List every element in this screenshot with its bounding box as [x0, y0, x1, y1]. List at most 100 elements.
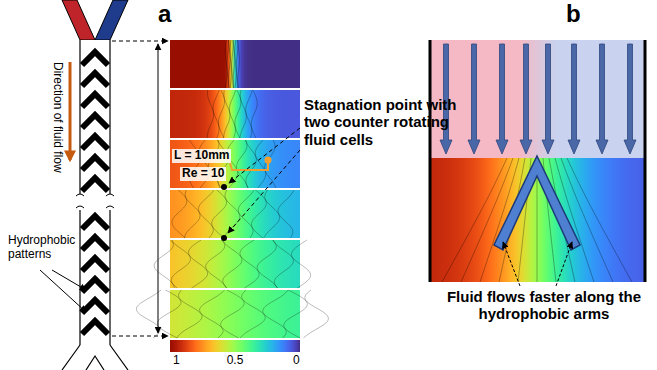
- contour-line: [278, 190, 294, 238]
- contour-line: [240, 240, 259, 288]
- contour-line: [170, 240, 190, 288]
- stagnation-point: [221, 235, 227, 241]
- contour-line: [238, 190, 254, 238]
- contour-line: [207, 90, 213, 138]
- contour-line: [212, 190, 227, 238]
- contour-line: [206, 240, 227, 288]
- contour-line: [245, 140, 256, 188]
- hydrophobic-pattern: [82, 258, 108, 271]
- leader-line: [556, 242, 572, 286]
- inflow-arrows: [440, 44, 636, 154]
- length-label: L = 10mm: [172, 149, 231, 163]
- contour-line: [567, 158, 632, 282]
- callout-text: Fluid flows faster along the hydrophobic…: [437, 288, 651, 323]
- channel-wall: [79, 210, 80, 345]
- hydrophobic-pattern: [82, 216, 108, 229]
- hydrophobic-pattern: [82, 73, 108, 86]
- contour-line: [157, 290, 181, 338]
- concentration-panel: [170, 140, 300, 188]
- contour-line: [224, 190, 240, 238]
- contour-line: [200, 290, 225, 338]
- contour-line: [213, 90, 219, 138]
- contour-line: [255, 140, 265, 188]
- leader-line: [40, 270, 86, 312]
- channel-wall: [109, 210, 110, 345]
- contour-line: [199, 140, 209, 188]
- hydrophobic-pattern: [82, 52, 108, 65]
- concentration-panel: [170, 290, 300, 338]
- flow-arrow: [596, 44, 608, 154]
- contour-line: [246, 90, 253, 138]
- contour-line: [264, 190, 280, 238]
- contour-line: [224, 90, 230, 138]
- hydrophobic-pattern: [82, 321, 108, 334]
- concentration-panel: [170, 240, 300, 288]
- contour-line: [461, 158, 513, 282]
- outlet: [62, 345, 128, 370]
- colorbar-tick: 0: [293, 354, 300, 368]
- contour-line: [251, 90, 257, 138]
- hydrophobic-pattern: [82, 237, 108, 250]
- concentration-panel: [170, 40, 300, 88]
- contour-line: [172, 190, 187, 238]
- channel-wall: [644, 40, 647, 282]
- concentration-maps: [170, 40, 300, 338]
- callout-text: Stagnation point with two counter rotati…: [304, 96, 466, 148]
- hydrophobic-pattern: [82, 94, 108, 107]
- mixing-zone: [520, 40, 556, 158]
- hydrophobic-pattern: [82, 136, 108, 149]
- length-arrow: [158, 44, 159, 333]
- contour-lines: [136, 40, 328, 338]
- dashed-guide: [112, 41, 168, 42]
- contour-line: [217, 140, 228, 188]
- contour-line: [291, 240, 310, 288]
- flow-arrow: [542, 44, 554, 154]
- channel: [80, 40, 110, 345]
- break-mark: [76, 194, 114, 208]
- leader-line: [52, 270, 86, 290]
- panel-letter: b: [566, 0, 581, 28]
- flow-arrow: [496, 44, 508, 154]
- contour-line: [303, 290, 328, 338]
- contour-line: [238, 40, 240, 88]
- flow-arrow: [624, 44, 636, 154]
- contour-line: [442, 158, 507, 282]
- contour-line: [284, 290, 308, 338]
- leader-line: [503, 242, 520, 286]
- hydrophobic-pattern: [82, 157, 108, 170]
- contour-line: [240, 290, 265, 338]
- flow-label: Direction of fluid flow: [50, 62, 64, 173]
- colorbar: [170, 340, 300, 352]
- concentration-panel: [170, 190, 300, 238]
- particle-marker: [265, 157, 272, 164]
- contour-line: [265, 140, 276, 188]
- red-inlet: [62, 0, 95, 40]
- contour-line: [229, 90, 235, 138]
- contour-line: [177, 290, 202, 338]
- hydrophobic-pattern: [82, 300, 108, 313]
- reynolds-label: Re = 10: [180, 167, 226, 181]
- contour-line: [136, 290, 161, 338]
- contour-line: [190, 140, 201, 188]
- flow-arrow: [520, 44, 532, 154]
- contour-line: [188, 240, 207, 288]
- hydrophobic-pattern: [82, 115, 108, 128]
- hydrophobic-chevrons: [82, 52, 108, 334]
- leader-line: [229, 128, 300, 183]
- contour-line: [561, 158, 613, 282]
- flow-arrow: [69, 62, 72, 160]
- contour-line: [263, 290, 288, 338]
- colorbar-tick: 1: [173, 354, 180, 368]
- contour-line: [240, 90, 247, 138]
- contour-line: [235, 90, 241, 138]
- pattern-label: Hydrophobic patterns: [8, 234, 84, 262]
- concentration-panel: [170, 90, 300, 138]
- hydrophobic-chevron: [494, 156, 580, 250]
- blue-inlet: [95, 0, 128, 40]
- contour-line: [221, 290, 245, 338]
- contour-line: [252, 190, 267, 238]
- leader-line: [228, 150, 300, 233]
- contour-line: [222, 240, 242, 288]
- colorbar-tick: 0.5: [227, 354, 244, 368]
